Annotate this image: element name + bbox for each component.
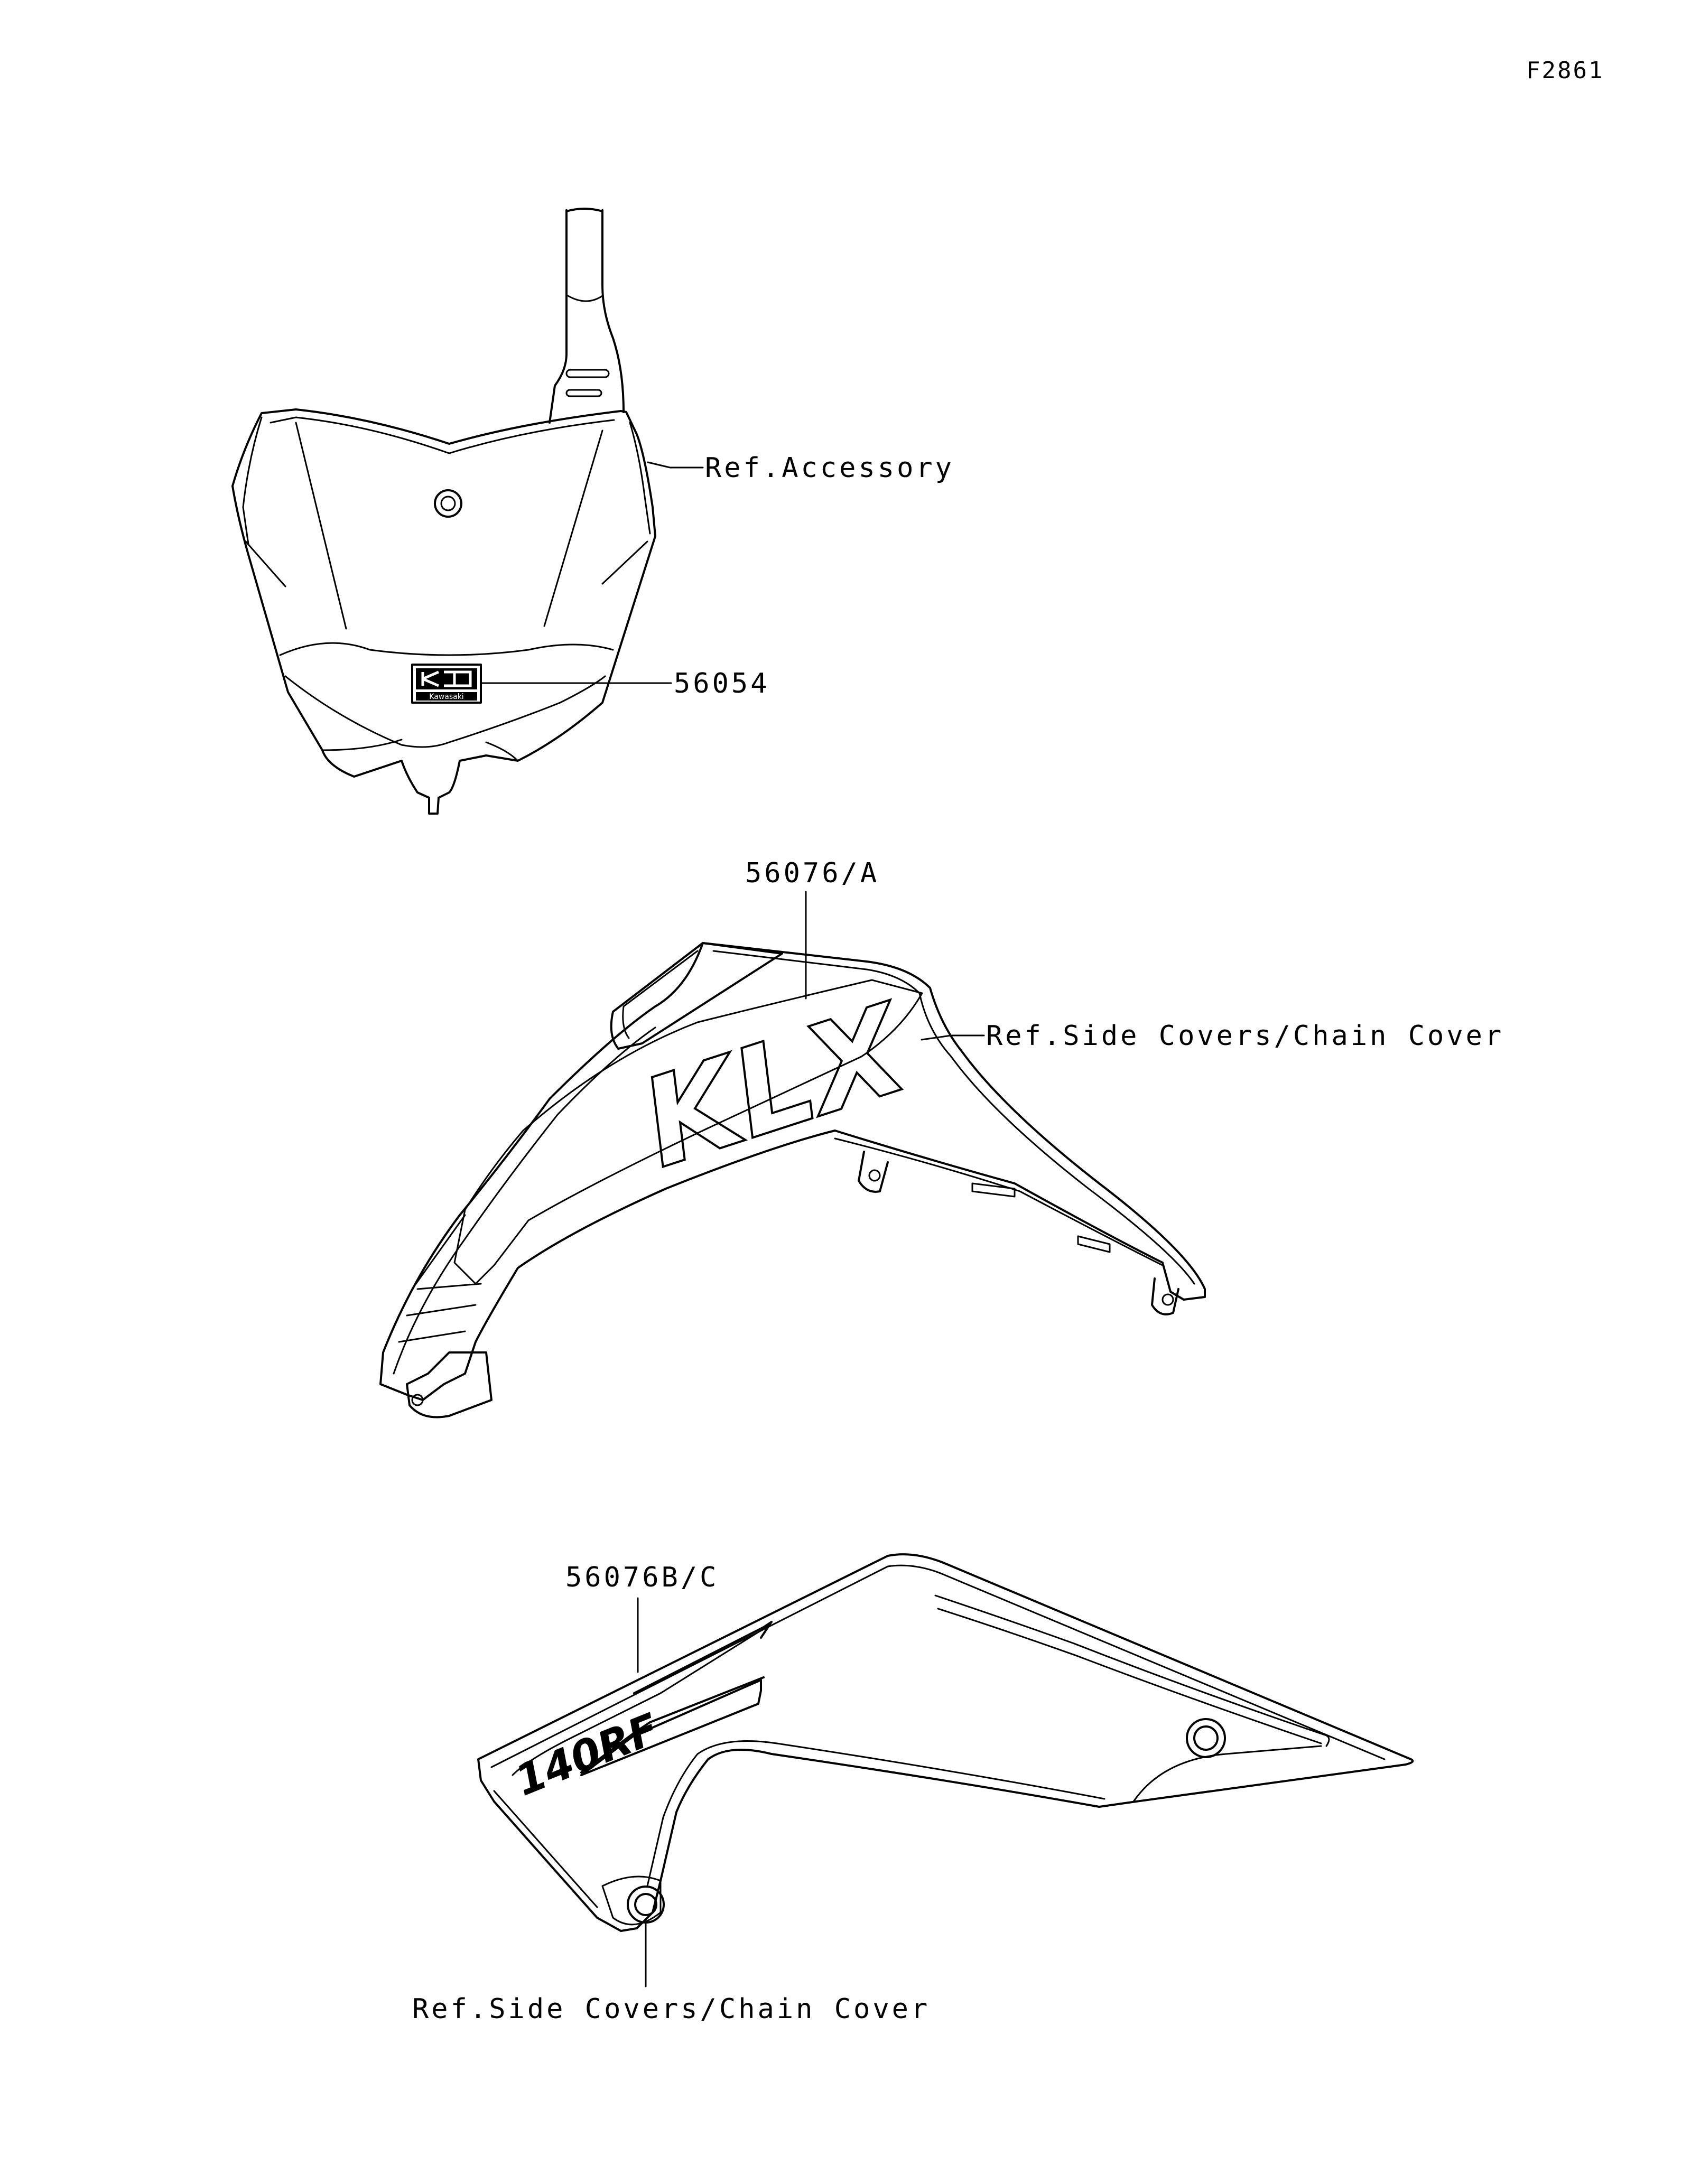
side-cover-mount-upper [1186,1718,1226,1758]
leader-shroud-ref [921,1034,985,1041]
label-56054: 56054 [674,668,770,699]
label-side-cover-ref: Ref.Side Covers/Chain Cover [412,1993,930,2025]
front-number-plate: Kawasaki [231,208,656,815]
label-56076-a: 56076/A [745,857,879,889]
leader-ref-accessory [647,461,704,469]
label-56076b-c: 56076B/C [565,1562,719,1593]
label-ref-accessory: Ref.Accessory [705,452,954,484]
label-shroud-ref: Ref.Side Covers/Chain Cover [986,1020,1504,1052]
side-cover: 140RF [477,1553,1414,1932]
side-cover-mount-lower [601,1875,665,1926]
kawasaki-logo-text: Kawasaki [429,693,463,701]
klx-graphic: KLX [626,977,926,1195]
kawasaki-logo-decal: Kawasaki [411,664,482,704]
radiator-shroud: KLX [379,942,1206,1418]
figure-code: F2861 [1526,57,1604,84]
